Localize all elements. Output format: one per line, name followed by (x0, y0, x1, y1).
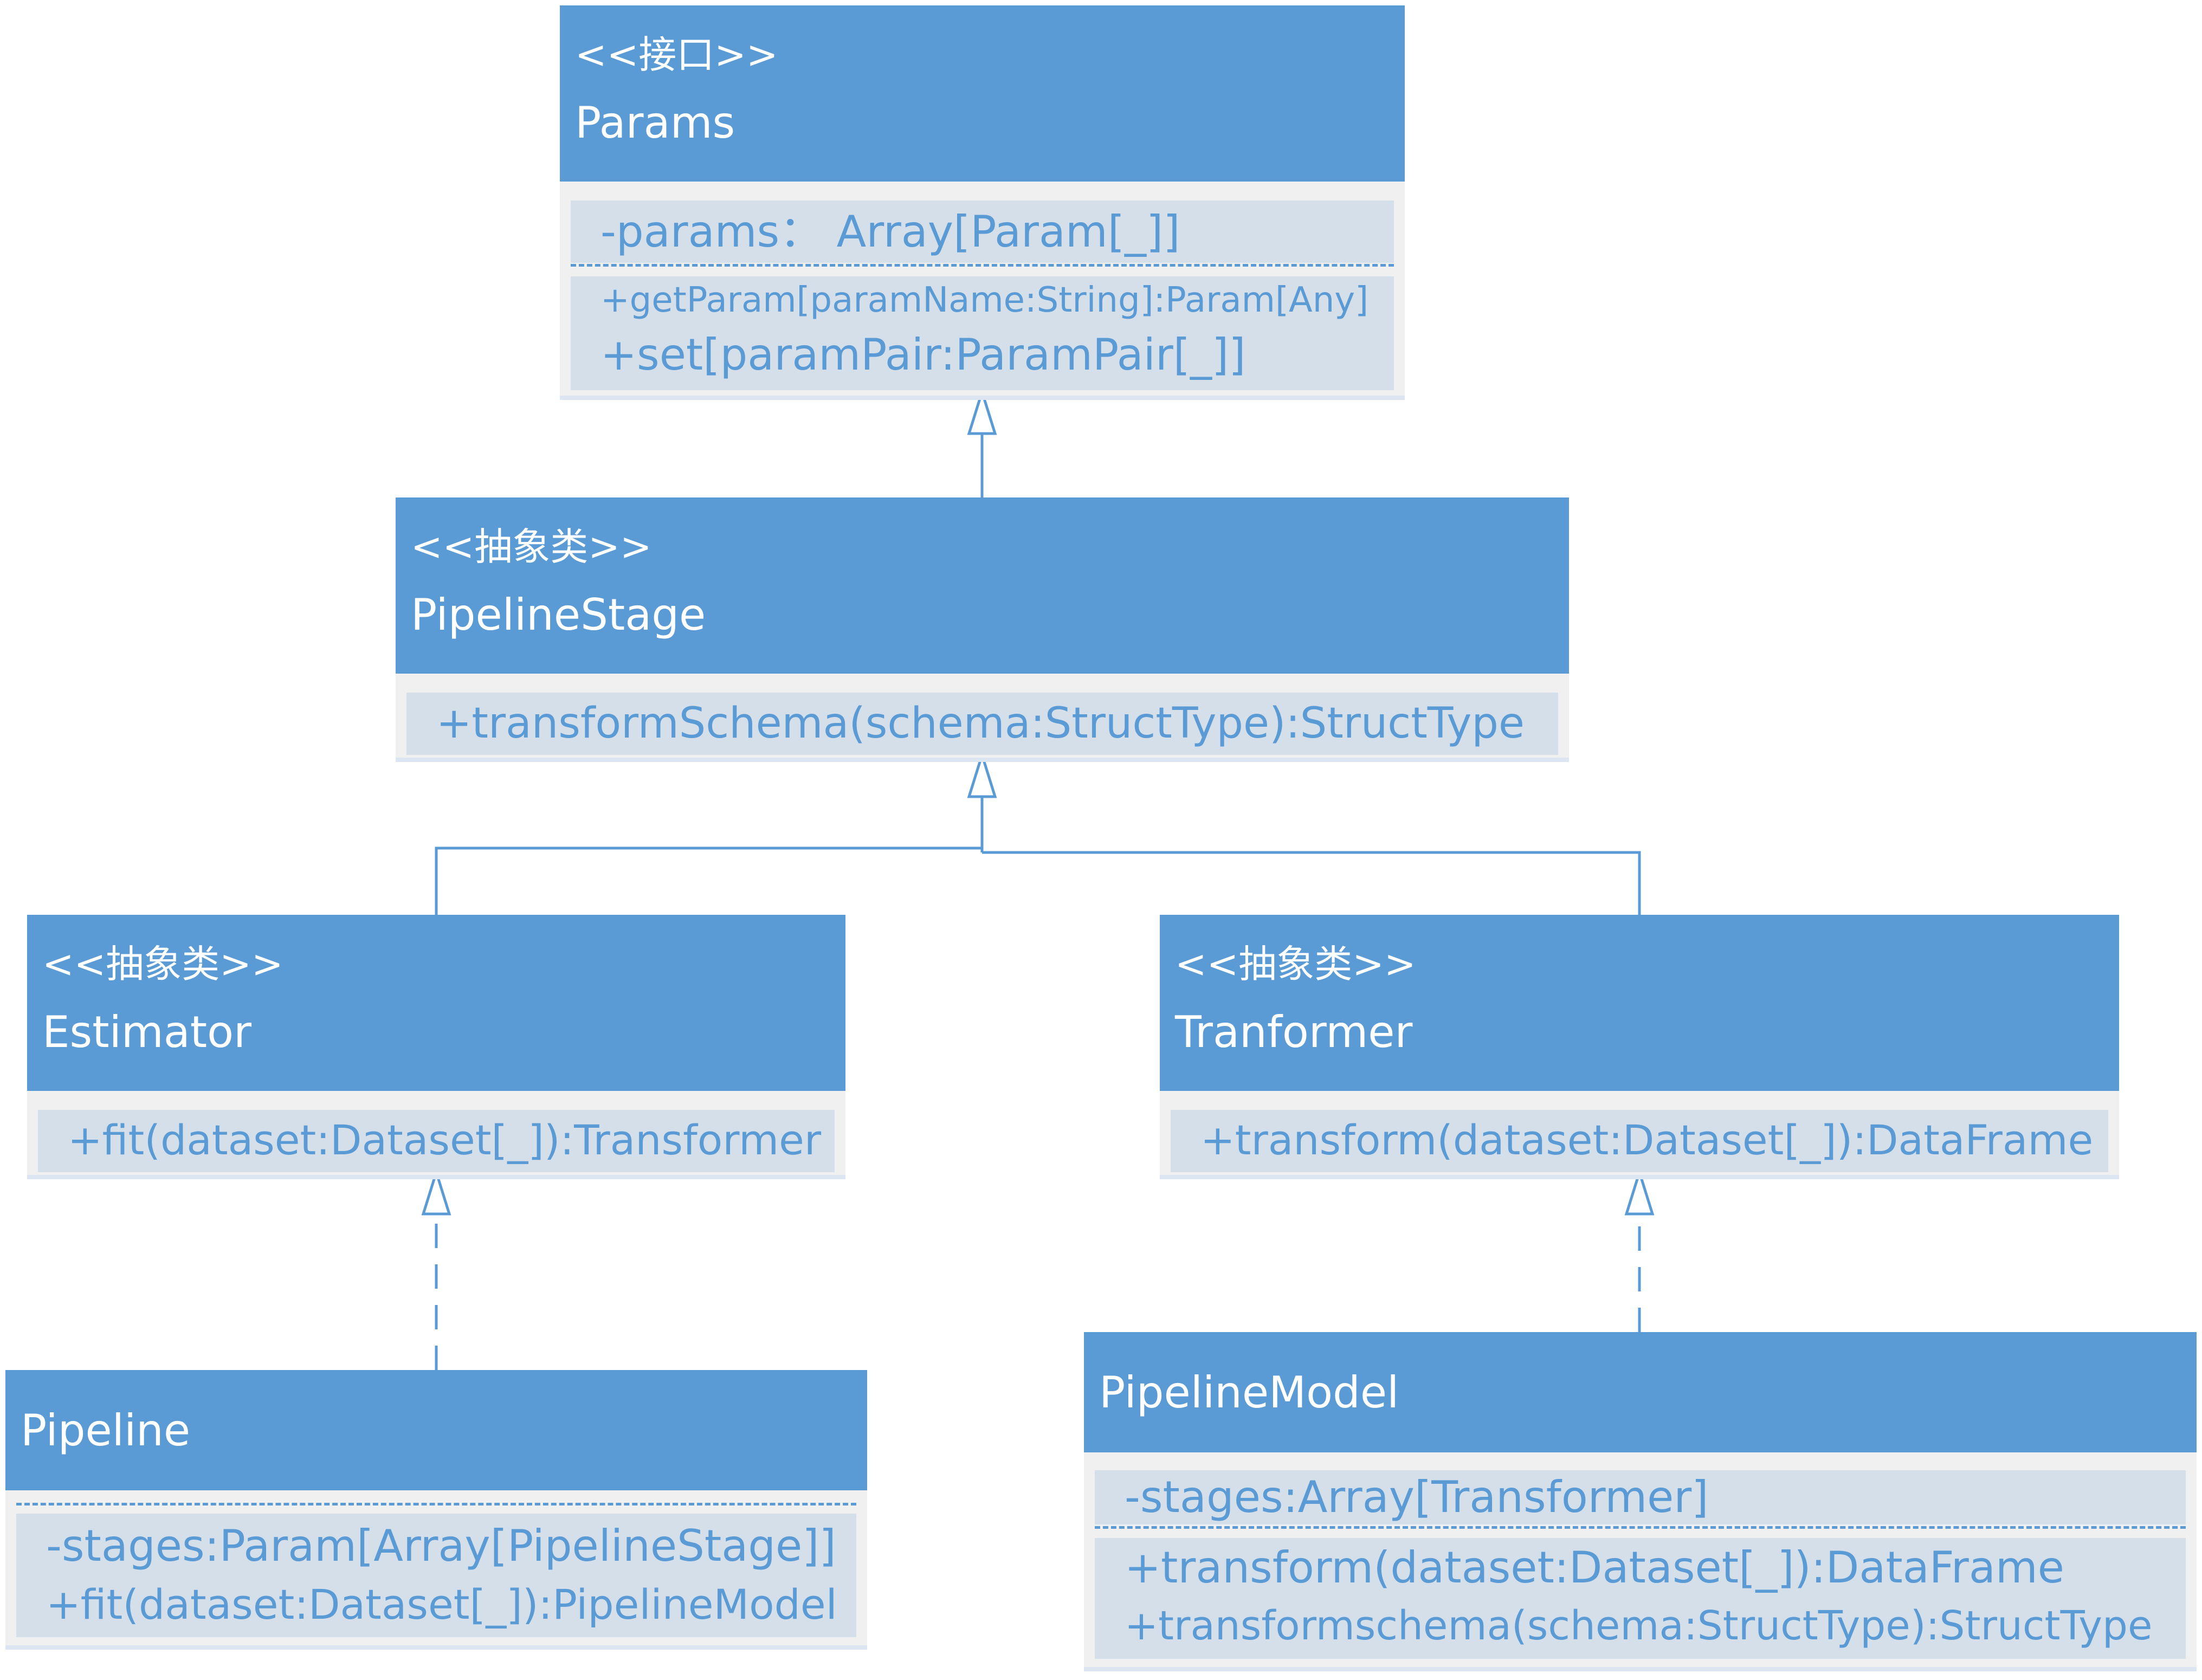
params-generalization-arrowhead (967, 387, 997, 435)
method-row: +set[paramPair:ParamPair[_]] (600, 329, 1246, 380)
class-pipelinestage[interactable]: <<抽象类>> PipelineStage +transformSchema(s… (396, 497, 1569, 758)
class-header: PipelineModel (1084, 1332, 2197, 1452)
section-divider (1095, 1526, 2186, 1529)
method-row: +transform(dataset:Dataset[_]):DataFrame (1125, 1542, 2064, 1593)
member-section: -stages:Param[Array[PipelineStage]] +fit… (16, 1514, 856, 1637)
method-section: +getParam[paramName:String]:Param[Any] +… (571, 276, 1394, 390)
method-row: +getParam[paramName:String]:Param[Any] (600, 280, 1369, 320)
class-name: Estimator (42, 1007, 251, 1057)
attribute-row: -params： Array[Param[_]] (600, 206, 1180, 257)
method-section: +transformSchema(schema:StructType):Stru… (406, 693, 1558, 755)
attribute-row: -stages:Param[Array[PipelineStage]] (46, 1521, 836, 1571)
stereotype-label: <<接口>> (575, 33, 778, 77)
method-row: +transform(dataset:Dataset[_]):DataFrame (1200, 1116, 2094, 1164)
class-pipeline[interactable]: Pipeline -stages:Param[Array[PipelineSta… (5, 1370, 867, 1645)
stereotype-label: <<抽象类>> (411, 525, 652, 569)
class-params[interactable]: <<接口>> Params -params： Array[Param[_]] +… (560, 5, 1405, 396)
method-row: +transformschema(schema:StructType):Stru… (1125, 1603, 2153, 1649)
estimator-to-pipelinestage-line (435, 847, 982, 915)
stereotype-label: <<抽象类>> (1175, 942, 1416, 986)
class-transformer[interactable]: <<抽象类>> Tranformer +transform(dataset:Da… (1160, 915, 2119, 1175)
estimator-realization-arrowhead (421, 1167, 451, 1216)
method-row: +transformSchema(schema:StructType):Stru… (436, 699, 1525, 748)
class-pipelinemodel[interactable]: PipelineModel -stages:Array[Transformer]… (1084, 1332, 2197, 1667)
pipelinestage-generalization-arrowhead (967, 750, 997, 798)
class-name: Params (575, 98, 735, 148)
class-header: <<抽象类>> Estimator (27, 915, 845, 1091)
class-name: Pipeline (21, 1405, 191, 1456)
attribute-section: -params： Array[Param[_]] (571, 201, 1394, 263)
class-name: PipelineModel (1099, 1367, 1399, 1418)
transformer-to-pipelinestage-line (982, 851, 1641, 915)
transformer-realization-arrowhead (1624, 1167, 1655, 1216)
class-header: <<抽象类>> PipelineStage (396, 497, 1569, 674)
class-header: <<抽象类>> Tranformer (1160, 915, 2119, 1091)
class-name: PipelineStage (411, 590, 706, 640)
method-section: +transform(dataset:Dataset[_]):DataFrame (1171, 1110, 2108, 1172)
class-estimator[interactable]: <<抽象类>> Estimator +fit(dataset:Dataset[_… (27, 915, 845, 1175)
section-divider (571, 264, 1394, 267)
method-section: +fit(dataset:Dataset[_]):Transformer (38, 1110, 835, 1172)
method-row: +fit(dataset:Dataset[_]):Transformer (68, 1116, 822, 1164)
class-header: Pipeline (5, 1370, 867, 1490)
class-header: <<接口>> Params (560, 5, 1405, 182)
attribute-row: -stages:Array[Transformer] (1125, 1472, 1709, 1522)
attribute-section: -stages:Array[Transformer] (1095, 1470, 2186, 1524)
stereotype-label: <<抽象类>> (42, 942, 283, 986)
method-section: +transform(dataset:Dataset[_]):DataFrame… (1095, 1538, 2186, 1659)
class-name: Tranformer (1175, 1007, 1413, 1057)
section-divider (16, 1503, 856, 1505)
method-row: +fit(dataset:Dataset[_]):PipelineModel (46, 1580, 837, 1629)
